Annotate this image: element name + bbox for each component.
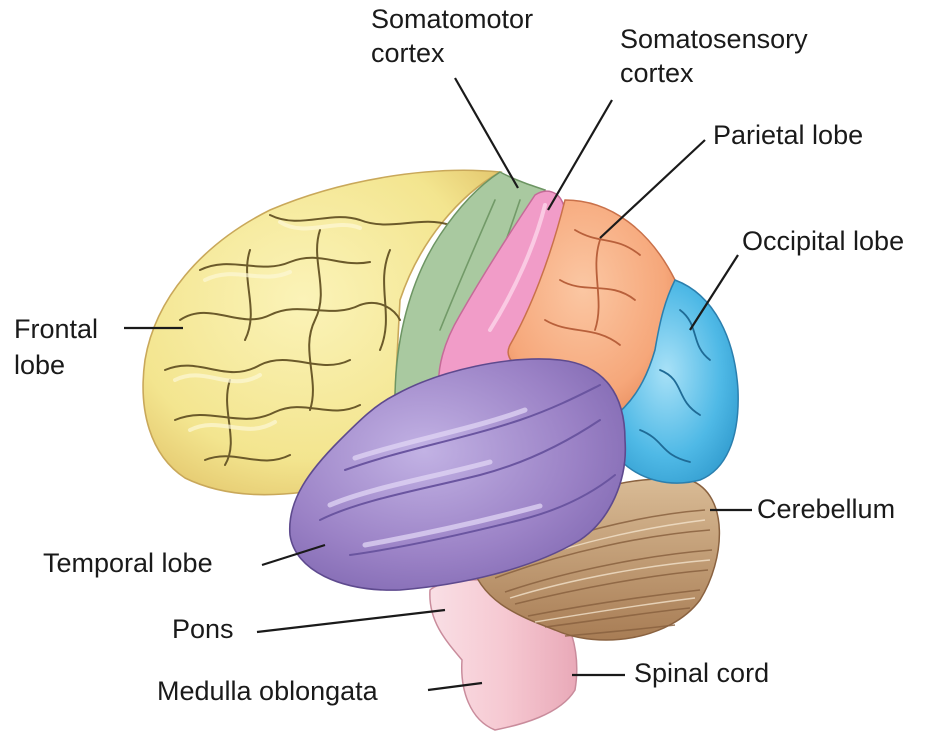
temporal-lobe-region [289, 358, 627, 591]
label-temporal: Temporal lobe [43, 548, 213, 578]
label-frontal: Frontal lobe [14, 314, 106, 380]
leader-pons [256, 608, 446, 634]
label-frontal-line1: Frontal [14, 314, 98, 344]
occipital-lobe-region [607, 279, 739, 484]
label-pons: Pons [172, 614, 234, 644]
label-somatomotor-line2: cortex [371, 38, 445, 68]
frontal-lobe-region [142, 169, 503, 496]
label-spinal-cord: Spinal cord [634, 658, 769, 688]
leader-lines [124, 77, 752, 692]
leader-medulla [427, 681, 483, 692]
label-somatosensory-line1: Somatosensory [620, 24, 808, 54]
leader-temporal [261, 543, 326, 567]
label-cerebellum: Cerebellum [757, 494, 895, 524]
label-somatosensory-line2: cortex [620, 58, 694, 88]
leader-somatomotor [454, 77, 519, 189]
label-somatomotor-line1: Somatomotor [371, 4, 533, 34]
label-medulla: Medulla oblongata [157, 676, 379, 706]
label-occipital: Occipital lobe [742, 226, 904, 256]
label-parietal: Parietal lobe [713, 120, 863, 150]
label-somatosensory: Somatosensory cortex [620, 24, 815, 88]
leader-occipital [689, 254, 739, 331]
leader-somatosensory [547, 99, 613, 211]
label-frontal-line2: lobe [14, 350, 65, 380]
leader-parietal [599, 139, 706, 239]
label-somatomotor: Somatomotor cortex [371, 4, 541, 68]
